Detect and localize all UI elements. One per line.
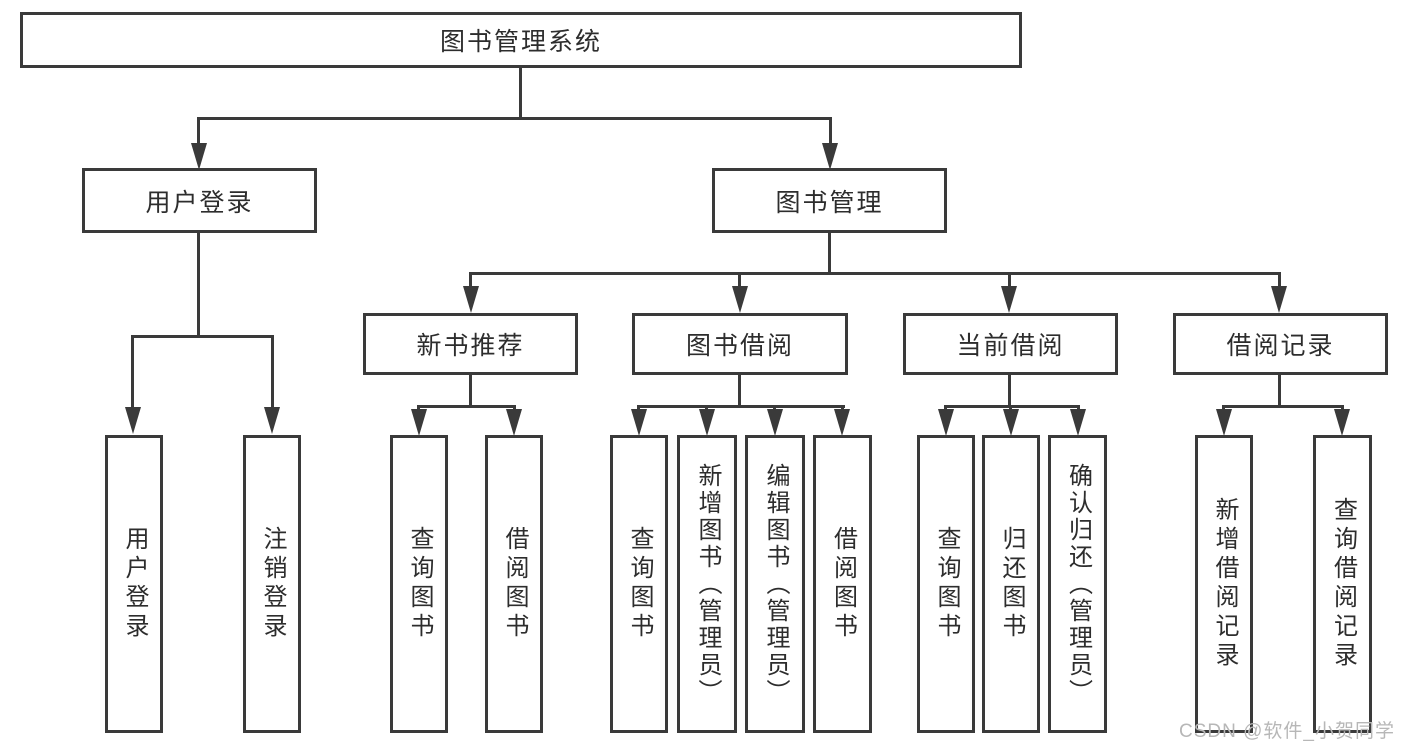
- connector-line: [417, 405, 516, 408]
- leaf-label: 编辑图书（管理员）: [762, 462, 789, 706]
- arrow-down-icon: [1001, 286, 1017, 313]
- arrow-down-icon: [191, 143, 207, 170]
- arrow-down-icon: [411, 409, 427, 436]
- node-label: 图书管理: [775, 188, 884, 217]
- leaf-label: 注销登录: [259, 526, 286, 642]
- connector-line: [1008, 375, 1011, 408]
- connector-line: [131, 335, 134, 409]
- connector-line: [1222, 405, 1344, 408]
- connector-line: [828, 233, 831, 275]
- connector-line: [469, 272, 1281, 275]
- connector-line: [738, 272, 741, 290]
- node-library-management-system: 图书管理系统: [20, 12, 1022, 68]
- leaf-label: 新增图书（管理员）: [694, 462, 721, 706]
- leaf-user-login: 用户登录: [105, 435, 163, 733]
- leaf-borrow-books-borrowing: 借阅图书: [813, 435, 872, 733]
- node-new-book-recommend: 新书推荐: [363, 313, 578, 375]
- arrow-down-icon: [506, 409, 522, 436]
- node-label: 图书借阅: [685, 332, 794, 360]
- leaf-label: 查询图书: [933, 526, 960, 642]
- node-book-management: 图书管理: [712, 168, 947, 233]
- leaf-logout: 注销登录: [243, 435, 301, 733]
- leaf-query-books-current: 查询图书: [917, 435, 975, 733]
- leaf-label: 用户登录: [121, 526, 148, 642]
- node-label: 借阅记录: [1226, 332, 1335, 360]
- leaf-label: 查询借阅记录: [1329, 497, 1357, 671]
- leaf-label: 归还图书: [998, 526, 1025, 642]
- leaf-label: 借阅图书: [501, 526, 528, 642]
- connector-line: [469, 375, 472, 408]
- connector-line: [131, 335, 274, 338]
- connector-line: [519, 68, 522, 120]
- connector-line: [738, 375, 741, 408]
- leaf-borrow-books-recommend: 借阅图书: [485, 435, 543, 733]
- leaf-label: 查询图书: [626, 526, 653, 642]
- leaf-add-books-admin: 新增图书（管理员）: [677, 435, 737, 733]
- arrow-down-icon: [1334, 409, 1350, 436]
- leaf-query-books-recommend: 查询图书: [390, 435, 448, 733]
- arrow-down-icon: [1003, 409, 1019, 436]
- arrow-down-icon: [463, 286, 479, 313]
- arrow-down-icon: [767, 409, 783, 436]
- connector-line: [197, 117, 832, 120]
- leaf-label: 查询图书: [406, 526, 433, 642]
- connector-line: [271, 335, 274, 409]
- arrow-down-icon: [1216, 409, 1232, 436]
- node-label: 当前借阅: [956, 332, 1065, 360]
- connector-line: [1278, 375, 1281, 408]
- arrow-down-icon: [699, 409, 715, 436]
- node-label: 图书管理系统: [439, 28, 602, 56]
- leaf-label: 确认归还（管理员）: [1064, 462, 1092, 706]
- leaf-return-books: 归还图书: [982, 435, 1040, 733]
- connector-line: [197, 233, 200, 338]
- arrow-down-icon: [732, 286, 748, 313]
- node-user-login: 用户登录: [82, 168, 317, 233]
- leaf-query-borrow-record: 查询借阅记录: [1313, 435, 1372, 733]
- connector-line: [637, 405, 845, 408]
- connector-line: [1008, 272, 1011, 290]
- watermark: CSDN @软件_小贺同学: [1179, 721, 1395, 742]
- arrow-down-icon: [1271, 286, 1287, 313]
- node-current-borrowing: 当前借阅: [903, 313, 1118, 375]
- arrow-down-icon: [938, 409, 954, 436]
- arrow-down-icon: [125, 407, 141, 434]
- arrow-down-icon: [834, 409, 850, 436]
- node-label: 新书推荐: [416, 332, 525, 360]
- arrow-down-icon: [822, 143, 838, 170]
- node-borrowing-records: 借阅记录: [1173, 313, 1388, 375]
- leaf-confirm-return-admin: 确认归还（管理员）: [1048, 435, 1107, 733]
- node-label: 用户登录: [145, 188, 254, 217]
- leaf-label: 借阅图书: [829, 526, 857, 642]
- node-book-borrowing: 图书借阅: [632, 313, 848, 375]
- connector-line: [1278, 272, 1281, 290]
- connector-line: [469, 272, 472, 290]
- arrow-down-icon: [631, 409, 647, 436]
- connector-line: [944, 405, 1080, 408]
- leaf-query-books-borrowing: 查询图书: [610, 435, 668, 733]
- leaf-edit-books-admin: 编辑图书（管理员）: [745, 435, 805, 733]
- connector-line: [197, 117, 200, 146]
- leaf-label: 新增借阅记录: [1211, 497, 1238, 671]
- arrow-down-icon: [264, 407, 280, 434]
- arrow-down-icon: [1070, 409, 1086, 436]
- leaf-add-borrow-record: 新增借阅记录: [1195, 435, 1253, 733]
- connector-line: [829, 117, 832, 146]
